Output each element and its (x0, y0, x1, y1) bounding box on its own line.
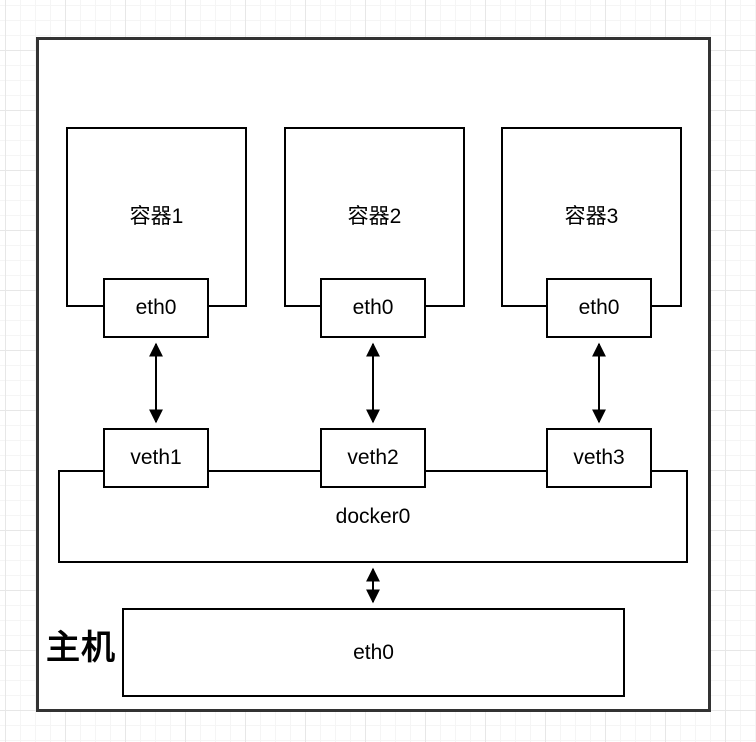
veth1-box: veth1 (103, 428, 209, 488)
docker0-label: docker0 (335, 504, 411, 528)
veth3-box: veth3 (546, 428, 652, 488)
container1-box: 容器1 (66, 127, 247, 307)
veth3-label: veth3 (573, 446, 625, 470)
host-eth0-box: eth0 (122, 608, 625, 697)
container2-label: 容器2 (347, 205, 402, 229)
container2-eth0-label: eth0 (352, 296, 394, 320)
container3-eth0-box: eth0 (546, 278, 652, 338)
host-eth0-label: eth0 (353, 640, 394, 664)
veth2-box: veth2 (320, 428, 426, 488)
container3-label: 容器3 (564, 205, 619, 229)
host-label: 主机 (46, 629, 116, 667)
container2-eth0-box: eth0 (320, 278, 426, 338)
container1-eth0-label: eth0 (135, 296, 177, 320)
container1-eth0-box: eth0 (103, 278, 209, 338)
veth2-label: veth2 (347, 446, 399, 470)
veth1-label: veth1 (130, 446, 182, 470)
container3-eth0-label: eth0 (578, 296, 620, 320)
container1-label: 容器1 (129, 205, 184, 229)
container2-box: 容器2 (284, 127, 465, 307)
